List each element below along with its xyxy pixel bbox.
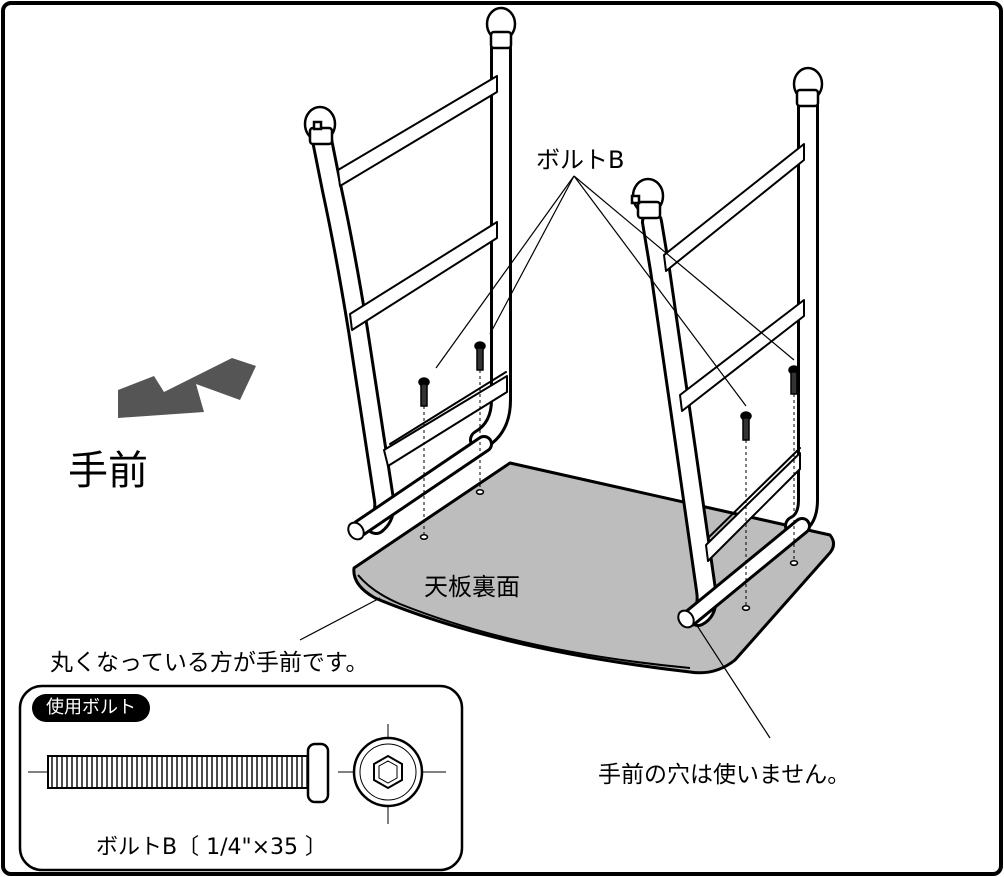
- bolt-spec-label: ボルトB〔 1/4"×35 〕: [96, 835, 328, 860]
- hex-socket: [373, 754, 403, 790]
- bolt-detail: [28, 742, 330, 804]
- bolt-b-3: [740, 411, 752, 441]
- front-holes-note: 手前の穴は使いません。: [598, 762, 851, 788]
- bolts-used-badge: 使用ボルト: [32, 694, 150, 722]
- bolt-head-front: [338, 724, 446, 824]
- bolt-b-1: [418, 377, 430, 407]
- tabletop: [352, 461, 835, 675]
- left-leg-frame: [311, 37, 512, 541]
- rounded-side-note: 丸くなっている方が手前です。: [50, 650, 369, 676]
- bolt-thread-pattern: [51, 756, 308, 788]
- bolt-b-2: [474, 341, 486, 371]
- front-direction-label: 手前: [68, 448, 148, 494]
- callout-leaders: [299, 175, 795, 739]
- front-arrow: [118, 358, 256, 418]
- left-leg-caps: [303, 6, 517, 146]
- bolt-head-side: [306, 742, 330, 804]
- right-leg-caps: [630, 66, 824, 220]
- tabletop-edge: [357, 574, 691, 669]
- tabletop-underside-label: 天板裏面: [424, 573, 520, 601]
- bolt-b-callout-label: ボルトB: [536, 146, 625, 174]
- bolt-b-4: [788, 365, 800, 395]
- bolt-guide-lines: [423, 370, 795, 606]
